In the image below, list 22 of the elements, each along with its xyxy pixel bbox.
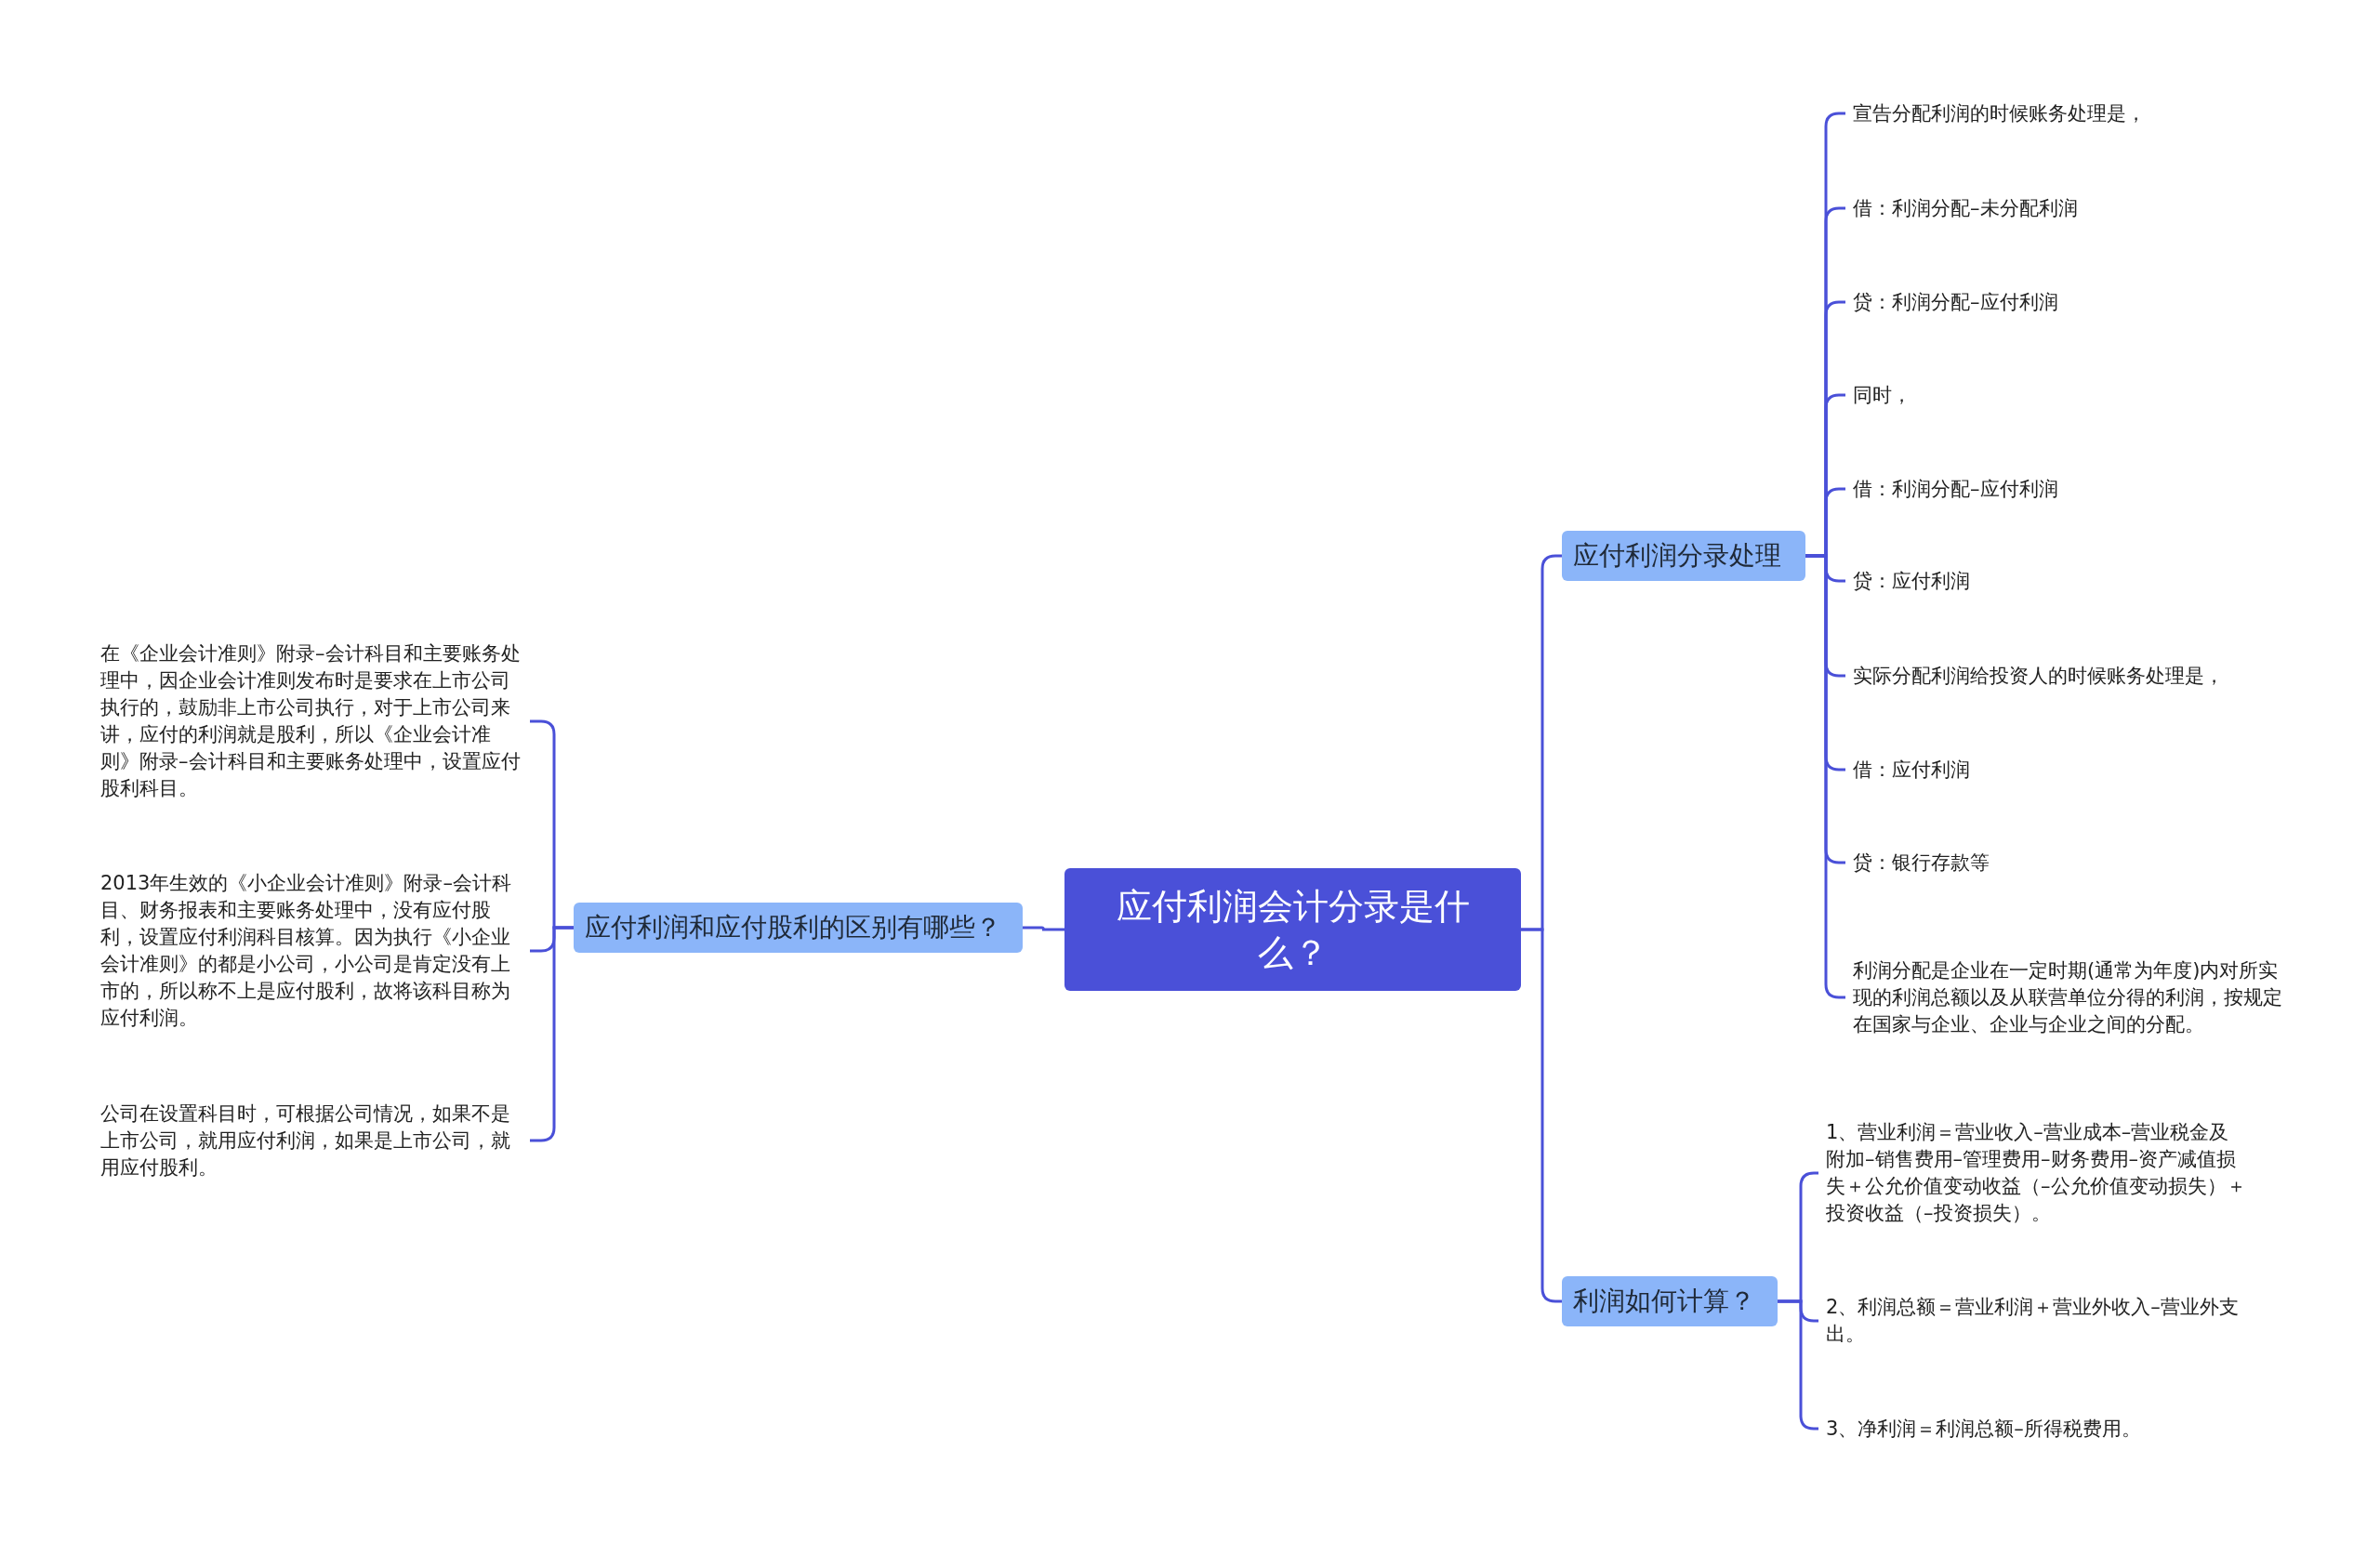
note-text: 2013年生效的《小企业会计准则》附录–会计科目、财务报表和主要账务处理中，没有应付股利，设置应付利润科目核算。因为执行《小企业会计准则》的都是小公司，小公司是肯定没有上市的，所以称不上是应付股利，故将该科目称为应付利润。 — [93, 870, 530, 1032]
subtopic-box: 应付利润和应付股利的区别有哪些？ — [574, 903, 1023, 953]
note-text: 在《企业会计准则》附录–会计科目和主要账务处理中，因企业会计准则发布时是要求在上市公司执行的，鼓励非上市公司执行，对于上市公司来讲，应付的利润就是股利，所以《企业会计准则》附录–会计科目和主要账务处理中，设置应付股利科目。 — [93, 640, 530, 802]
note-text: 借：利润分配–未分配利润 — [1845, 194, 2310, 222]
note-text: 贷：银行存款等 — [1845, 849, 2310, 877]
note-text: 借：利润分配–应付利润 — [1845, 475, 2310, 503]
connector-line — [1805, 554, 1845, 999]
note-text: 借：应付利润 — [1845, 756, 2310, 784]
note-text: 宣告分配利润的时候账务处理是， — [1845, 99, 2310, 127]
note-text: 贷：利润分配–应付利润 — [1845, 288, 2310, 316]
note-text: 公司在设置科目时，可根据公司情况，如果不是上市公司，就用应付利润，如果是上市公司，就用应付股利。 — [93, 1100, 530, 1181]
note-text: 利润分配是企业在一定时期(通常为年度)内对所实现的利润总额以及从联营单位分得的利润，按规定在国家与企业、企业与企业之间的分配。 — [1845, 956, 2292, 1038]
subtopic-box: 应付利润分录处理 — [1562, 531, 1805, 581]
note-text: 贷：应付利润 — [1845, 567, 2310, 595]
note-text: 实际分配利润给投资人的时候账务处理是， — [1845, 662, 2310, 690]
subtopic-box: 利润如何计算？ — [1562, 1276, 1778, 1326]
note-text: 1、营业利润＝营业收入–营业成本–营业税金及附加–销售费用–管理费用–财务费用–资产减值损失＋公允价值变动收益（–公允价值变动损失）＋投资收益（–投资损失）。 — [1818, 1119, 2255, 1227]
note-text: 同时， — [1845, 381, 2310, 409]
topic-box: 应付利润会计分录是什么？ — [1064, 868, 1521, 991]
connector-line — [1023, 926, 1064, 931]
note-text: 3、净利润＝利润总额–所得税费用。 — [1818, 1415, 2255, 1443]
note-text: 2、利润总额＝营业利润＋营业外收入–营业外支出。 — [1818, 1294, 2255, 1348]
